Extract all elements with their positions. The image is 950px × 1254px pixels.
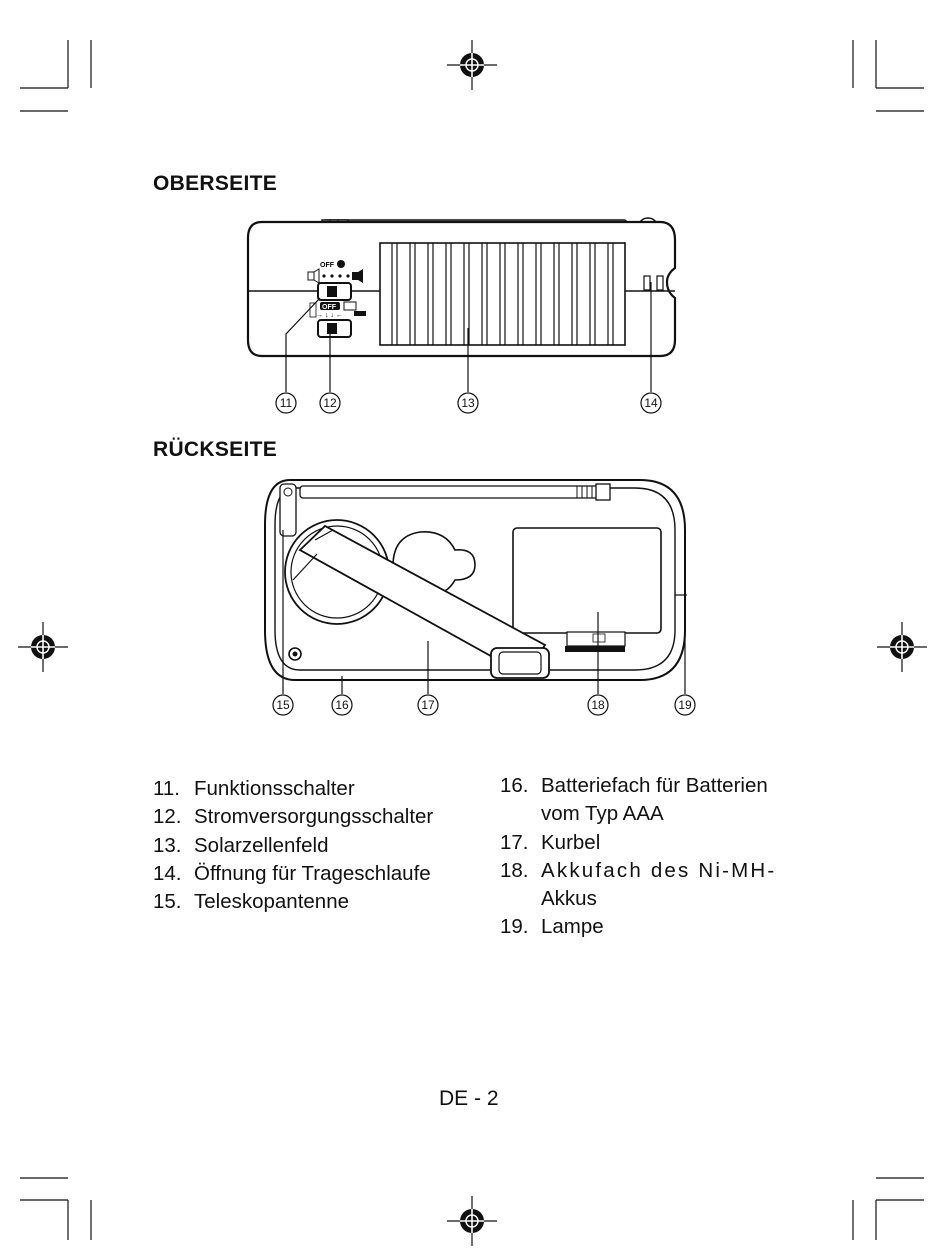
callout-11: 11 xyxy=(280,396,293,410)
svg-text:OFF: OFF xyxy=(320,262,335,269)
legend-text: Stromversorgungsschalter xyxy=(194,805,433,828)
legend-item: 18.Akkufach des Ni-MH- xyxy=(500,857,776,885)
callout-14: 14 xyxy=(644,396,658,410)
legend-item-continued: Akkus xyxy=(500,885,776,913)
legend-text: Akkufach des Ni-MH- xyxy=(541,859,776,882)
legend-text: Kurbel xyxy=(541,831,600,854)
legend-item: 16.Batteriefach für Batterien xyxy=(500,772,776,800)
legend-text: Batteriefach für Batterien xyxy=(541,774,768,797)
callout-12: 12 xyxy=(323,396,337,410)
callout-13: 13 xyxy=(461,396,475,410)
legend-item-continued: vom Typ AAA xyxy=(500,800,776,828)
legend-right: 16.Batteriefach für Batterien vom Typ AA… xyxy=(500,772,776,942)
legend-text: Teleskopantenne xyxy=(194,890,349,913)
callout-17: 17 xyxy=(421,698,435,712)
section-title-back: RÜCKSEITE xyxy=(153,438,277,462)
legend-item: 17.Kurbel xyxy=(500,829,776,857)
callout-15: 15 xyxy=(276,698,290,712)
legend-text: vom Typ AAA xyxy=(541,802,664,825)
callout-16: 16 xyxy=(335,698,349,712)
function-switch-off-label: OFF xyxy=(322,304,337,311)
svg-text:→ ↓ ↓ ←: → ↓ ↓ ← xyxy=(316,312,343,319)
legend-item: 12.Stromversorgungsschalter xyxy=(153,803,433,831)
registration-mark-left xyxy=(18,622,68,672)
callout-19: 19 xyxy=(678,698,692,712)
legend-item: 15.Teleskopantenne xyxy=(153,888,433,916)
legend-text: Öffnung für Trageschlaufe xyxy=(194,862,431,885)
registration-mark-bottom xyxy=(447,1196,497,1246)
legend-text: Lampe xyxy=(541,915,604,938)
top-view-diagram: OFF OFF → ↓ ↓ ← 11 12 13 14 xyxy=(230,210,700,420)
back-view-diagram: 15 16 17 18 19 xyxy=(255,470,715,720)
legend-text: Akkus xyxy=(541,887,597,910)
registration-mark-top xyxy=(447,40,497,90)
legend-item: 11.Funktionsschalter xyxy=(153,775,433,803)
registration-mark-right xyxy=(877,622,927,672)
callout-18: 18 xyxy=(591,698,605,712)
legend-item: 14.Öffnung für Trageschlaufe xyxy=(153,860,433,888)
legend-left: 11.Funktionsschalter 12.Stromversorgungs… xyxy=(153,775,433,916)
section-title-top: OBERSEITE xyxy=(153,172,277,196)
legend-item: 13.Solarzellenfeld xyxy=(153,832,433,860)
legend-text: Funktionsschalter xyxy=(194,777,355,800)
legend-item: 19.Lampe xyxy=(500,913,776,941)
legend-text: Solarzellenfeld xyxy=(194,834,328,857)
page-number: DE - 2 xyxy=(439,1087,499,1111)
